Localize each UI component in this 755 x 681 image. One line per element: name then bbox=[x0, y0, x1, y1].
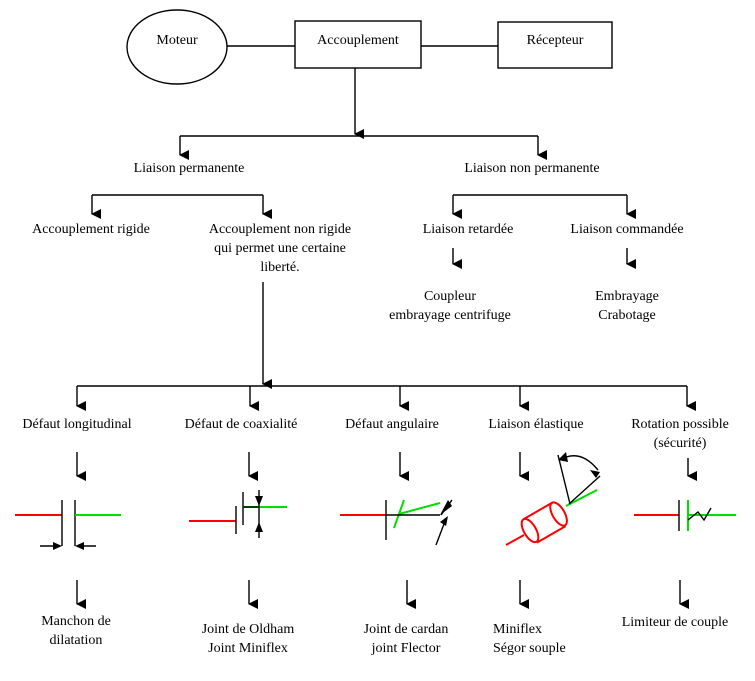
defect-label-line-1: Rotation possible bbox=[631, 417, 729, 432]
defect-label: Défaut longitudinal bbox=[22, 417, 131, 432]
symbol-coaxialite bbox=[189, 490, 287, 538]
solution-line-1: Miniflex bbox=[493, 622, 542, 637]
defect-column-angulaire: Défaut angulaire Joint de cardan joint F… bbox=[345, 386, 448, 656]
defect-column-coaxialite: Défaut de coaxialité Joint de Oldham Joi… bbox=[185, 386, 298, 656]
liaison-permanente-label: Liaison permanente bbox=[134, 161, 245, 176]
defect-column-rotation: Rotation possible (sécurité) Limiteur de… bbox=[622, 386, 729, 630]
defect-label-line-2: (sécurité) bbox=[654, 436, 707, 451]
accouplement-label: Accouplement bbox=[317, 33, 399, 48]
accouplement-non-rigide-line-2: qui permet une certaine bbox=[214, 241, 346, 256]
symbol-angulaire bbox=[340, 499, 453, 546]
defect-label: Défaut de coaxialité bbox=[185, 417, 298, 432]
symbol-longitudinal bbox=[15, 500, 121, 550]
liaison-non-permanente-label: Liaison non permanente bbox=[464, 161, 599, 176]
solution-line-1: Limiteur de couple bbox=[622, 615, 729, 630]
solution-line-2: Ségor souple bbox=[493, 641, 566, 656]
moteur-label: Moteur bbox=[156, 33, 198, 48]
solution-line-1: Joint de cardan bbox=[364, 622, 449, 637]
defect-column-elastique: Liaison élastique Miniflex Ségor souple bbox=[488, 386, 584, 656]
embrayage-line-2: Crabotage bbox=[598, 308, 656, 323]
symbol-elastique bbox=[505, 452, 601, 546]
solution-line-1: Joint de Oldham bbox=[202, 622, 295, 637]
accouplement-non-rigide-line-1: Accouplement non rigide bbox=[209, 222, 351, 237]
coupleur-line-2: embrayage centrifuge bbox=[389, 308, 511, 323]
accouplement-node bbox=[294, 20, 422, 69]
solution-line-1: Manchon de bbox=[41, 614, 111, 629]
defect-label: Liaison élastique bbox=[488, 417, 583, 432]
embrayage-line-1: Embrayage bbox=[595, 289, 659, 304]
recepteur-label: Récepteur bbox=[527, 33, 584, 48]
defect-label: Défaut angulaire bbox=[345, 417, 439, 432]
coupleur-line-1: Coupleur bbox=[424, 289, 476, 304]
recepteur-node bbox=[497, 21, 613, 69]
solution-line-2: dilatation bbox=[50, 633, 103, 648]
moteur-node bbox=[126, 9, 228, 85]
solution-line-2: Joint Miniflex bbox=[208, 641, 288, 656]
liaison-commandee-label: Liaison commandée bbox=[570, 222, 683, 237]
symbol-rotation bbox=[634, 500, 736, 531]
solution-line-2: joint Flector bbox=[371, 641, 441, 656]
accouplement-rigide-label: Accouplement rigide bbox=[32, 222, 150, 237]
liaison-retardee-label: Liaison retardée bbox=[423, 222, 514, 237]
accouplement-non-rigide-line-3: liberté. bbox=[260, 260, 299, 275]
defect-column-longitudinal: Défaut longitudinal Manchon de dilatatio… bbox=[22, 386, 132, 648]
